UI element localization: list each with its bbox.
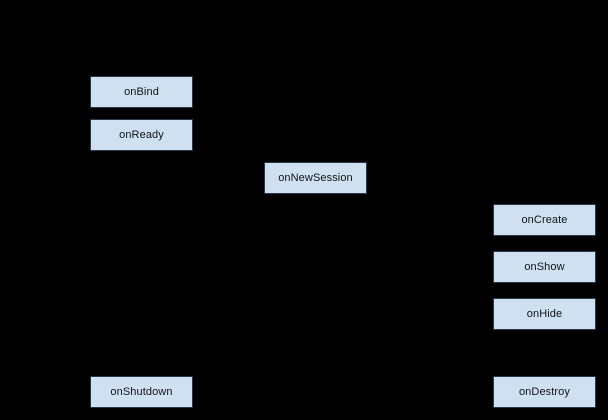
node-on-create[interactable]: onCreate bbox=[493, 204, 596, 236]
node-label-on-create: onCreate bbox=[521, 213, 568, 226]
node-label-on-new-session: onNewSession bbox=[278, 171, 353, 184]
node-on-destroy[interactable]: onDestroy bbox=[493, 376, 596, 408]
node-label-on-bind: onBind bbox=[124, 85, 159, 98]
node-on-ready[interactable]: onReady bbox=[90, 119, 193, 151]
node-label-on-shutdown: onShutdown bbox=[110, 385, 173, 398]
node-on-new-session[interactable]: onNewSession bbox=[264, 162, 367, 194]
node-on-show[interactable]: onShow bbox=[493, 251, 596, 283]
node-on-shutdown[interactable]: onShutdown bbox=[90, 376, 193, 408]
node-label-on-show: onShow bbox=[524, 260, 565, 273]
node-label-on-ready: onReady bbox=[119, 128, 164, 141]
node-label-on-destroy: onDestroy bbox=[518, 385, 571, 398]
node-on-bind[interactable]: onBind bbox=[90, 76, 193, 108]
node-label-on-hide: onHide bbox=[526, 307, 563, 320]
node-on-hide[interactable]: onHide bbox=[493, 298, 596, 330]
